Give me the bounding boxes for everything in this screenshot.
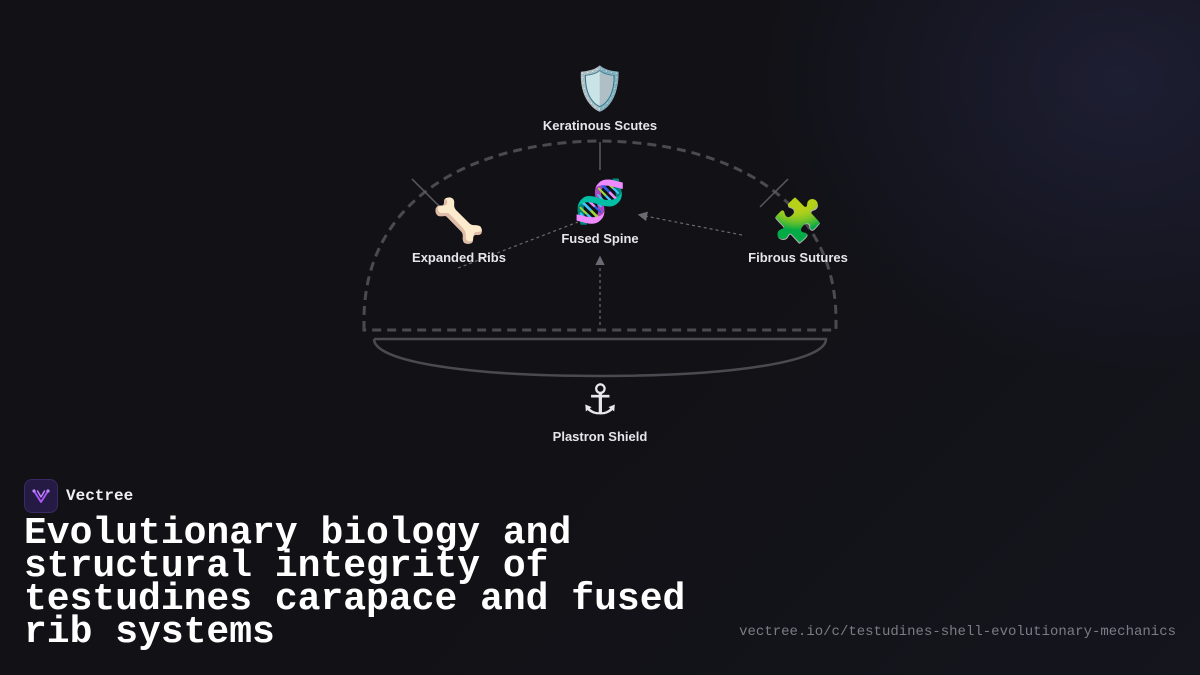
anchor-icon: ⚓ <box>581 375 619 424</box>
bone-icon: 🦴 <box>432 196 486 245</box>
puzzle-piece-icon: 🧩 <box>771 196 825 245</box>
dome-tick-left <box>411 178 441 208</box>
connector-sutures-spine <box>637 211 743 236</box>
vectree-logo-icon <box>24 479 58 513</box>
dna-icon: 🧬 <box>573 177 627 226</box>
node-plastron-shield: ⚓ Plastron Shield <box>510 375 690 444</box>
brand-name: Vectree <box>66 487 134 505</box>
node-label: Fibrous Sutures <box>748 250 848 265</box>
shield-icon: 🛡️ <box>573 64 627 113</box>
source-url[interactable]: vectree.io/c/testudines-shell-evolutiona… <box>739 624 1176 640</box>
node-keratinous-scutes: 🛡️ Keratinous Scutes <box>510 64 690 133</box>
dome-tick-right <box>759 178 789 208</box>
brand[interactable]: Vectree <box>24 479 133 513</box>
node-label: Keratinous Scutes <box>542 118 658 133</box>
plastron-bowl <box>372 337 828 378</box>
node-label: Plastron Shield <box>552 429 648 444</box>
node-label: Fused Spine <box>561 231 639 246</box>
vectree-logo-glyph <box>32 489 50 503</box>
node-fibrous-sutures: 🧩 Fibrous Sutures <box>708 196 888 265</box>
node-fused-spine: 🧬 Fused Spine <box>510 177 690 246</box>
node-expanded-ribs: 🦴 Expanded Ribs <box>369 196 549 265</box>
page-title: Evolutionary biology and structural inte… <box>24 512 686 654</box>
node-label: Expanded Ribs <box>412 250 506 265</box>
